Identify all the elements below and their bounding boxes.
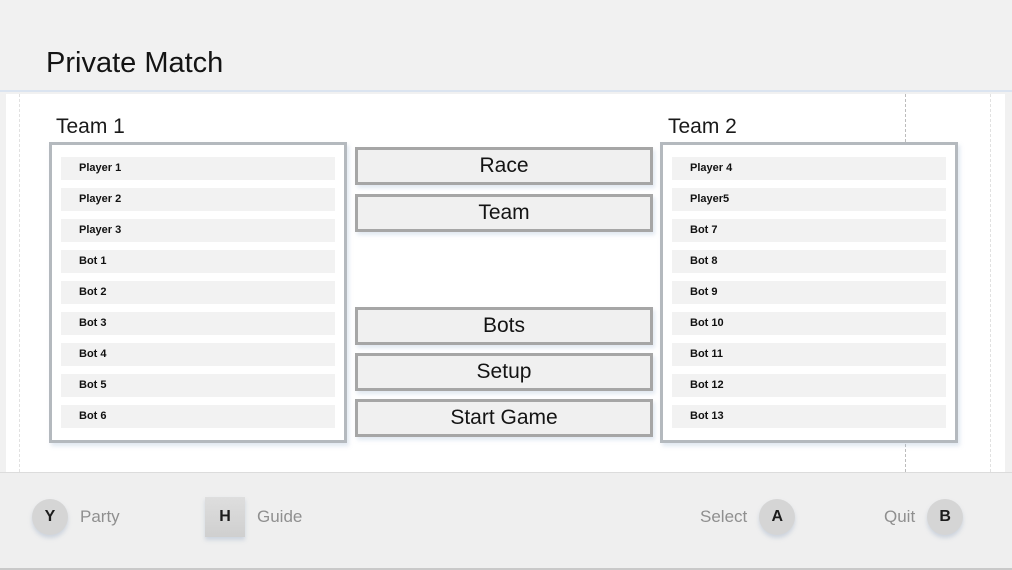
header: Private Match [0, 0, 1012, 92]
roster-slot[interactable]: Bot 4 [61, 343, 335, 366]
roster-slot[interactable]: Bot 13 [672, 405, 946, 428]
page-title: Private Match [46, 47, 224, 79]
roster-slot[interactable]: Player 2 [61, 188, 335, 211]
quit-hint[interactable]: Quit B [884, 497, 964, 537]
quit-label: Quit [884, 507, 916, 526]
roster-slot[interactable]: Bot 10 [672, 312, 946, 335]
roster-slot[interactable]: Bot 5 [61, 374, 335, 397]
roster-slot[interactable]: Player5 [672, 188, 946, 211]
menu-button-race[interactable]: Race [355, 147, 653, 185]
menu-top-group: Race Team [355, 147, 653, 241]
team1-roster: Player 1 Player 2 Player 3 Bot 1 Bot 2 B… [49, 142, 347, 443]
roster-slot[interactable]: Bot 2 [61, 281, 335, 304]
select-label: Select [700, 507, 748, 526]
a-button-icon[interactable]: A [759, 499, 796, 535]
guide-label: Guide [257, 507, 303, 526]
b-button-icon[interactable]: B [927, 499, 964, 535]
roster-slot[interactable]: Player 4 [672, 157, 946, 180]
y-button-icon[interactable]: Y [32, 499, 68, 535]
select-hint[interactable]: Select A [700, 497, 796, 537]
roster-slot[interactable]: Bot 8 [672, 250, 946, 273]
roster-slot[interactable]: Bot 11 [672, 343, 946, 366]
menu-button-setup[interactable]: Setup [355, 353, 653, 391]
menu-button-start-game[interactable]: Start Game [355, 399, 653, 437]
team2-title: Team 2 [668, 115, 737, 138]
roster-slot[interactable]: Player 3 [61, 219, 335, 242]
footer-bar: Y Party H Guide Select A Quit B [0, 472, 1012, 570]
roster-slot[interactable]: Bot 12 [672, 374, 946, 397]
guide-hint[interactable]: H Guide [205, 497, 302, 537]
party-label: Party [80, 507, 120, 526]
menu-button-team[interactable]: Team [355, 194, 653, 232]
team1-title: Team 1 [56, 115, 125, 138]
guide-line [990, 94, 991, 472]
roster-slot[interactable]: Bot 7 [672, 219, 946, 242]
guide-line [19, 94, 20, 472]
roster-slot[interactable]: Bot 3 [61, 312, 335, 335]
party-hint[interactable]: Y Party [32, 497, 120, 537]
roster-slot[interactable]: Bot 1 [61, 250, 335, 273]
menu-bottom-group: Bots Setup Start Game [355, 307, 653, 445]
menu-button-bots[interactable]: Bots [355, 307, 653, 345]
roster-slot[interactable]: Bot 9 [672, 281, 946, 304]
roster-slot[interactable]: Bot 6 [61, 405, 335, 428]
h-key-icon[interactable]: H [205, 497, 245, 537]
roster-slot[interactable]: Player 1 [61, 157, 335, 180]
team2-roster: Player 4 Player5 Bot 7 Bot 8 Bot 9 Bot 1… [660, 142, 958, 443]
